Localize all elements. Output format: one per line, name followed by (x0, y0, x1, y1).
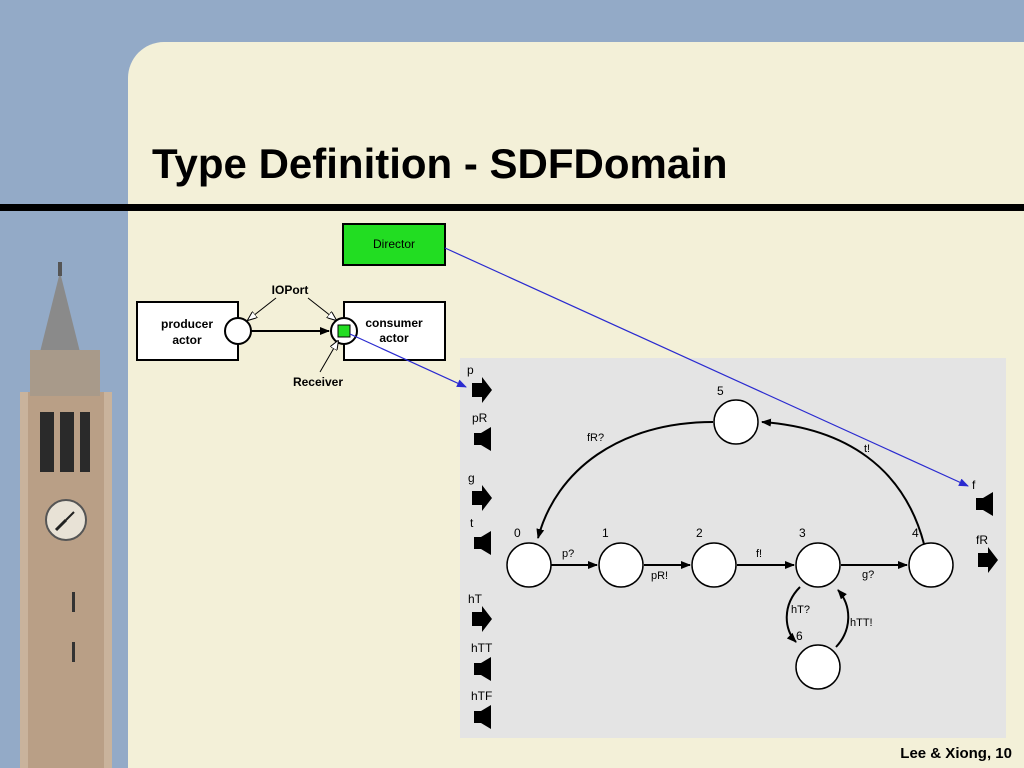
port-hTF-icon (474, 705, 491, 729)
state-3[interactable] (795, 542, 841, 588)
state-4-label: 4 (912, 526, 919, 540)
port-hT-label: hT (468, 592, 483, 606)
transition-4-5-label: t! (864, 443, 870, 455)
transition-3-4-label: g? (862, 569, 874, 581)
port-f-label: f (972, 478, 976, 492)
state-6[interactable] (795, 644, 841, 690)
port-hTF-label: hTF (471, 689, 492, 703)
state-5[interactable] (713, 399, 759, 445)
transition-5-0-label: fR? (587, 432, 604, 444)
ioport-pointer-left (248, 297, 277, 320)
transition-4-5 (761, 418, 925, 545)
director-label: Director (373, 237, 415, 251)
port-g-label: g (468, 471, 475, 485)
producer-label-line2: actor (172, 333, 202, 347)
port-pR-icon (474, 427, 491, 451)
transition-2-3-label: f! (756, 548, 762, 560)
transition-6-3-label: hTT! (850, 617, 873, 629)
transition-6-3 (835, 589, 850, 648)
transition-5-0 (536, 421, 714, 539)
port-t-label: t (470, 516, 474, 530)
transition-1-2-label: pR! (651, 570, 668, 582)
producer-port[interactable] (224, 317, 252, 345)
title-divider (0, 204, 1024, 211)
consumer-label-line2: actor (379, 331, 409, 345)
transition-3-6-label: hT? (791, 604, 810, 616)
consumer-label-line1: consumer (365, 316, 423, 330)
port-p-icon (472, 377, 492, 403)
state-5-label: 5 (717, 384, 724, 398)
director-to-f-link (444, 247, 969, 487)
state-6-label: 6 (796, 629, 803, 643)
director-box[interactable] (342, 223, 446, 266)
receiver-square[interactable] (337, 324, 351, 338)
port-hTT-icon (474, 657, 491, 681)
page-title: Type Definition - SDFDomain (152, 140, 728, 187)
receiver-pointer (319, 341, 338, 373)
state-3-label: 3 (799, 526, 806, 540)
port-t-icon (474, 531, 491, 555)
state-2[interactable] (691, 542, 737, 588)
transition-0-1-label: p? (562, 548, 574, 560)
campanile-tower-image (20, 262, 112, 768)
state-4[interactable] (908, 542, 954, 588)
state-1[interactable] (598, 542, 644, 588)
ioport-pointer-right (307, 297, 336, 320)
producer-actor-box[interactable] (136, 301, 239, 361)
state-1-label: 1 (602, 526, 609, 540)
state-2-label: 2 (696, 526, 703, 540)
port-fR-label: fR (976, 533, 988, 547)
state-0[interactable] (506, 542, 552, 588)
port-hTT-label: hTT (471, 641, 493, 655)
receiver-to-p-link (349, 333, 467, 388)
port-g-icon (472, 485, 492, 511)
transition-3-6 (785, 586, 801, 643)
producer-label-line1: producer (161, 317, 213, 331)
receiver-label: Receiver (293, 375, 343, 389)
port-hT-icon (472, 606, 492, 632)
port-p-label: p (467, 363, 474, 377)
port-fR-icon (978, 547, 998, 573)
footer-credit: Lee & Xiong, 10 (900, 745, 1012, 762)
port-f-icon (976, 492, 993, 516)
ioport-label: IOPort (272, 283, 309, 297)
state-0-label: 0 (514, 526, 521, 540)
port-pR-label: pR (472, 411, 488, 425)
